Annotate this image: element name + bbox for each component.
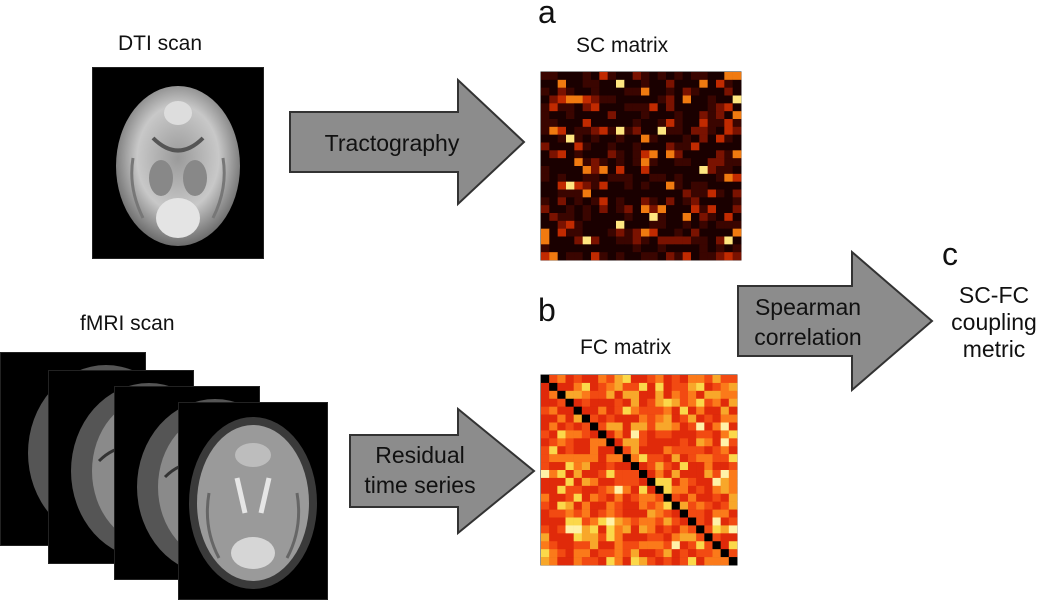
- panel-label-b: b: [538, 292, 556, 328]
- outcome-line1: SC-FC: [958, 282, 1030, 308]
- fmri-scan-title: fMRI scan: [80, 312, 175, 335]
- spearman-arrow: [737, 249, 934, 393]
- fc-matrix: [540, 374, 738, 566]
- panel-label-a: a: [538, 0, 556, 30]
- dti-scan-image: [92, 67, 264, 259]
- dti-scan-title: DTI scan: [118, 32, 203, 55]
- residual-arrow: [349, 406, 536, 536]
- fmri-scan-image-4: [178, 402, 328, 600]
- sc-fc-coupling-metric: SC-FC coupling metric: [944, 282, 1044, 363]
- outcome-line3: metric: [962, 336, 1026, 362]
- sc-matrix: [540, 71, 742, 261]
- fc-matrix-title: FC matrix: [580, 336, 671, 359]
- spearman-label-line1: Spearman: [754, 294, 862, 320]
- spearman-label: Spearman correlation: [738, 292, 878, 352]
- sc-matrix-title: SC matrix: [576, 34, 669, 57]
- residual-label-line1: Residual: [375, 442, 465, 468]
- panel-label-c: c: [942, 236, 958, 272]
- residual-label-line2: time series: [364, 472, 476, 498]
- tractography-arrow: [289, 77, 526, 207]
- residual-label: Residual time series: [350, 440, 490, 500]
- tractography-label: Tractography: [324, 130, 460, 156]
- spearman-label-line2: correlation: [754, 324, 862, 350]
- outcome-line2: coupling: [951, 309, 1037, 335]
